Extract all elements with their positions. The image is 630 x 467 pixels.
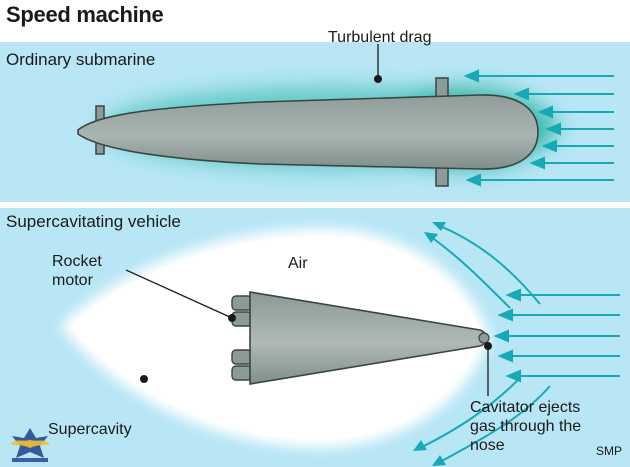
supercavitating-diagram [60, 222, 620, 466]
rocket-leader-line [125, 269, 233, 319]
submarine-diagram [77, 44, 614, 187]
submarine-hull [77, 94, 539, 170]
cavitator [478, 332, 490, 344]
water-flow-arrows-curved [419, 225, 551, 463]
supercavitating-heading: Supercavitating vehicle [6, 212, 181, 231]
water-flow-arrows-straight [493, 288, 620, 383]
watermark-logo-icon [10, 428, 50, 462]
page-title: Speed machine [6, 2, 164, 27]
ordinary-submarine-panel: Ordinary submarine Turbulent drag [0, 29, 630, 202]
rocket-nozzles [231, 295, 253, 381]
rocket-motor-label: Rocket motor [52, 253, 102, 289]
submarine-heading: Ordinary submarine [6, 50, 156, 69]
water-flow-arrows [463, 69, 614, 187]
supercavity-label: Supercavity [48, 421, 132, 438]
air-label: Air [288, 255, 308, 272]
turbulent-drag-label: Turbulent drag [328, 29, 432, 46]
credit-label: SMP [596, 444, 623, 458]
cavitator-label: Cavitator ejects gas through the nose [470, 399, 582, 454]
supercavitating-vehicle-panel: Supercavitating vehicle Air Rocket motor… [0, 208, 630, 467]
supercavity-dot [140, 375, 148, 383]
